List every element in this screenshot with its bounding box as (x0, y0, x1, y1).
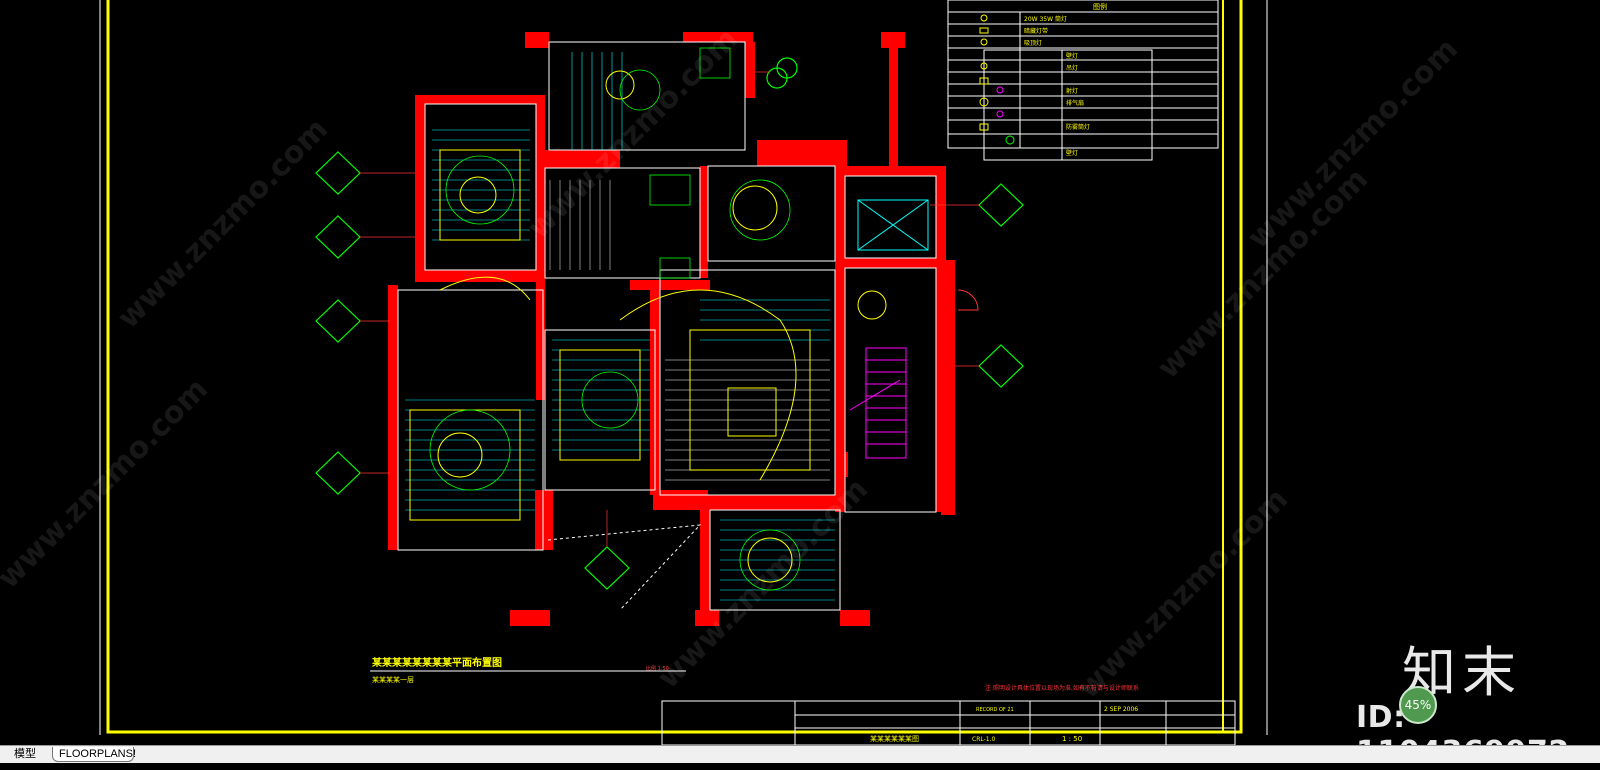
furniture (409, 70, 887, 583)
door-swing (957, 289, 979, 311)
svg-text:壁灯: 壁灯 (1066, 52, 1078, 60)
watermarks: www.znzmo.com www.znzmo.com www.znzmo.co… (0, 22, 1465, 706)
svg-text:防雾筒灯: 防雾筒灯 (1066, 123, 1090, 131)
title-block: 某某某某某某图 CRL-1.0 1 : 50 2 SEP 2006 RECORD… (661, 700, 1236, 746)
drawing-note: 注:照明设计具体位置以现场为准,如有不符请与设计师联系 (985, 684, 1139, 692)
lighting-fixtures (429, 47, 801, 591)
svg-text:1 : 50: 1 : 50 (1062, 735, 1082, 743)
svg-text:20W 35W 筒灯: 20W 35W 筒灯 (1024, 15, 1067, 23)
walls (388, 32, 955, 626)
legend-header: 图例 (1093, 2, 1107, 11)
svg-text:www.znzmo.com: www.znzmo.com (1151, 162, 1375, 386)
staircase (849, 347, 907, 459)
svg-text:RECORD OF 21: RECORD OF 21 (976, 707, 1014, 713)
drawing-scale: 比例 1:50 (646, 665, 669, 672)
svg-text:暗藏灯带: 暗藏灯带 (1024, 27, 1048, 35)
svg-text:2 SEP 2006: 2 SEP 2006 (1104, 706, 1138, 713)
svg-text:射灯: 射灯 (1066, 87, 1078, 95)
svg-text:www.znzmo.com: www.znzmo.com (1071, 482, 1295, 706)
drawing-frame (106, 0, 1243, 734)
svg-text:某某某某某某图: 某某某某某某图 (870, 735, 919, 743)
elevator (857, 199, 929, 251)
svg-text:CRL-1.0: CRL-1.0 (972, 736, 995, 743)
svg-text:吊灯: 吊灯 (1066, 64, 1078, 72)
tab-floorplans[interactable]: FLOORPLANS! (52, 747, 136, 762)
layout-tab-bar: 模型 FLOORPLANS! (0, 745, 1600, 763)
callout-symbols (315, 57, 1024, 590)
balcony-outline (547, 524, 702, 611)
zoom-indicator[interactable]: 45% (1399, 686, 1437, 724)
drawing-canvas[interactable]: 图例 20W 35W 筒灯暗藏灯带 吸顶灯壁灯 吊灯射灯 排气扇防雾筒灯壁灯 某… (0, 0, 1600, 746)
svg-text:吸顶灯: 吸顶灯 (1024, 39, 1042, 47)
svg-text:壁灯: 壁灯 (1066, 149, 1078, 157)
drawing-subtitle: 某某某某一层 (372, 676, 414, 684)
tab-model[interactable]: 模型 (14, 748, 36, 760)
room-outlines (397, 41, 937, 611)
svg-text:www.znzmo.com: www.znzmo.com (521, 22, 745, 246)
callout-leaders (360, 71, 979, 547)
drawing-title: 某某某某某某某某平面布置图 (372, 656, 502, 669)
svg-text:www.znzmo.com: www.znzmo.com (111, 112, 335, 336)
svg-text:www.znzmo.com: www.znzmo.com (1241, 32, 1465, 256)
svg-text:排气扇: 排气扇 (1066, 99, 1084, 107)
